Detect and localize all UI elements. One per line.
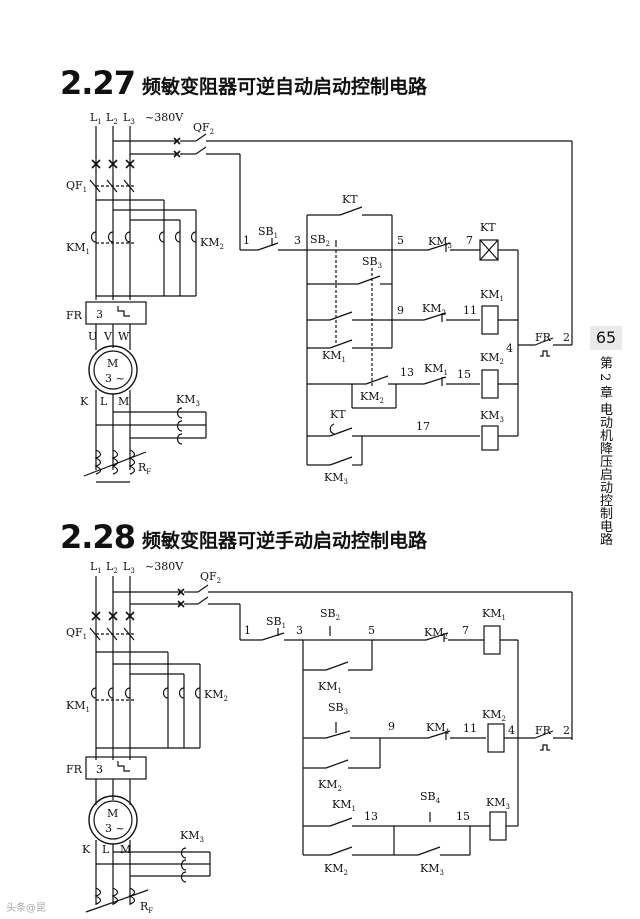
svg-text:L: L: [102, 843, 110, 856]
svg-text:KM2: KM2: [318, 778, 342, 793]
svg-text:KM2: KM2: [424, 626, 448, 641]
chapter-side-title: 第 2 章 电动机降压启动控制电路: [597, 356, 612, 546]
page-number: 65: [590, 326, 622, 350]
svg-text:SB4: SB4: [420, 790, 441, 805]
svg-text:KT: KT: [330, 408, 346, 421]
svg-text:M: M: [107, 807, 118, 820]
svg-text:L2: L2: [106, 560, 118, 575]
svg-text:15: 15: [457, 368, 471, 381]
voltage-label-227: ~380V: [145, 111, 184, 124]
svg-text:SB2: SB2: [310, 233, 330, 248]
svg-text:M: M: [107, 357, 118, 370]
watermark: 头条@昆: [6, 903, 46, 914]
svg-text:M: M: [120, 843, 131, 856]
svg-text:5: 5: [397, 234, 404, 247]
svg-text:SB1: SB1: [266, 615, 286, 630]
svg-text:3 ~: 3 ~: [105, 822, 125, 835]
svg-text:KM2: KM2: [204, 688, 228, 703]
svg-text:9: 9: [388, 720, 395, 733]
svg-text:KT: KT: [342, 193, 358, 206]
svg-text:1: 1: [244, 624, 251, 637]
diagram-228: L1 L2 L3 ~380V QF2 QF1 KM1 KM2: [66, 560, 573, 915]
svg-text:SB1: SB1: [258, 225, 278, 240]
svg-text:SB3: SB3: [362, 255, 382, 270]
svg-text:FR: FR: [66, 763, 83, 776]
svg-text:QF2: QF2: [200, 570, 221, 585]
svg-text:KM2: KM2: [482, 708, 506, 723]
svg-text:9: 9: [397, 304, 404, 317]
svg-text:W: W: [118, 330, 130, 343]
svg-text:QF1: QF1: [66, 179, 87, 194]
svg-text:KM2: KM2: [480, 351, 504, 366]
svg-text:KM2: KM2: [422, 302, 446, 317]
svg-text:KM1: KM1: [318, 680, 342, 695]
svg-text:KM3: KM3: [176, 393, 200, 408]
svg-text:V: V: [103, 330, 113, 343]
diagram-227: L1 L2 L3 ~380V QF2 QF1: [66, 111, 573, 486]
svg-text:3: 3: [96, 308, 103, 321]
svg-text:3: 3: [296, 624, 303, 637]
svg-text:2: 2: [563, 724, 570, 737]
svg-text:KT: KT: [480, 221, 496, 234]
svg-text:KM3: KM3: [480, 409, 504, 424]
svg-text:KM2: KM2: [324, 862, 348, 877]
svg-text:KM1: KM1: [322, 349, 346, 364]
voltage-label-228: ~380V: [145, 560, 184, 573]
svg-text:RF: RF: [140, 900, 153, 915]
svg-text:7: 7: [466, 234, 473, 247]
svg-text:2: 2: [563, 331, 570, 344]
svg-text:FR: FR: [66, 309, 83, 322]
svg-text:SB2: SB2: [320, 607, 340, 622]
svg-text:11: 11: [463, 304, 477, 317]
svg-text:L3: L3: [123, 111, 135, 126]
svg-text:17: 17: [416, 420, 430, 433]
svg-text:K: K: [82, 843, 91, 856]
svg-text:KM3: KM3: [324, 471, 348, 486]
svg-text:KM3: KM3: [180, 829, 204, 844]
svg-text:13: 13: [364, 810, 378, 823]
svg-text:L1: L1: [90, 111, 102, 126]
svg-text:3: 3: [294, 234, 301, 247]
svg-text:3 ~: 3 ~: [105, 372, 125, 385]
section-number-228: 2.28: [60, 518, 136, 556]
section-title-227: 频敏变阻器可逆自动启动控制电路: [142, 76, 428, 98]
svg-text:KM1: KM1: [424, 362, 448, 377]
svg-text:13: 13: [400, 366, 414, 379]
svg-text:KM1: KM1: [66, 699, 90, 714]
svg-text:M: M: [118, 395, 129, 408]
svg-text:RF: RF: [138, 461, 151, 476]
svg-text:K: K: [80, 395, 89, 408]
svg-text:11: 11: [463, 722, 477, 735]
svg-text:L: L: [100, 395, 108, 408]
svg-text:KM2: KM2: [200, 236, 224, 251]
svg-text:QF1: QF1: [66, 626, 87, 641]
svg-text:KM1: KM1: [332, 798, 356, 813]
svg-text:QF2: QF2: [193, 121, 214, 136]
svg-text:KM3: KM3: [486, 796, 510, 811]
svg-text:15: 15: [456, 810, 470, 823]
svg-text:1: 1: [243, 234, 250, 247]
svg-text:L1: L1: [90, 560, 102, 575]
svg-text:KM3: KM3: [428, 235, 452, 250]
section-title-228: 频敏变阻器可逆手动启动控制电路: [142, 530, 428, 552]
svg-text:SB3: SB3: [328, 701, 348, 716]
section-number-227: 2.27: [60, 64, 136, 102]
svg-text:L3: L3: [123, 560, 135, 575]
svg-text:7: 7: [462, 624, 469, 637]
svg-text:5: 5: [368, 624, 375, 637]
svg-text:4: 4: [508, 724, 515, 737]
svg-text:4: 4: [506, 342, 513, 355]
svg-text:KM1: KM1: [482, 607, 506, 622]
svg-text:KM3: KM3: [420, 862, 444, 877]
svg-text:KM1: KM1: [480, 288, 504, 303]
svg-text:L2: L2: [106, 111, 118, 126]
svg-text:KM2: KM2: [360, 390, 384, 405]
svg-text:3: 3: [96, 763, 103, 776]
svg-text:KM1: KM1: [66, 241, 90, 256]
svg-text:U: U: [88, 330, 97, 343]
